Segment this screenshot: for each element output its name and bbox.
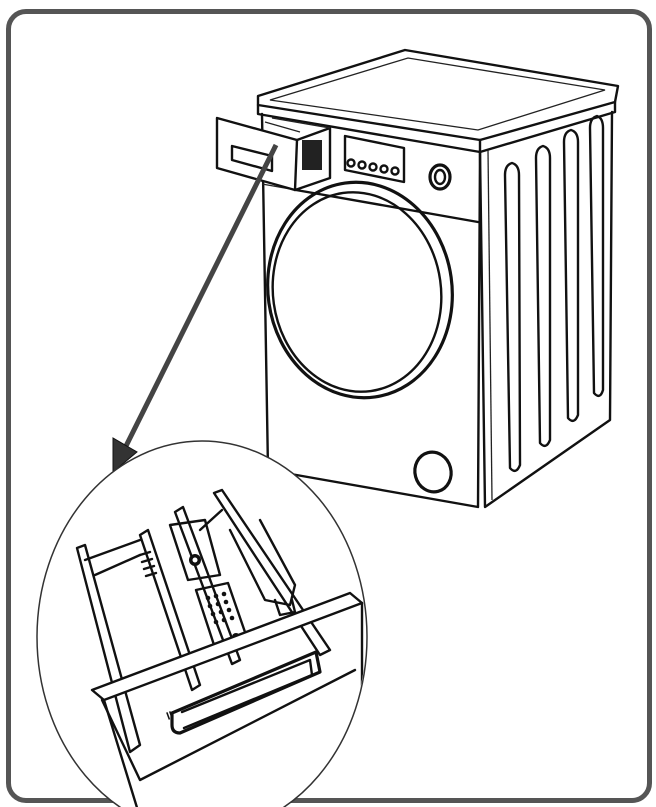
- callout-arrow: [112, 143, 279, 474]
- dispenser-drawer-on-machine: [215, 116, 332, 192]
- side-vents: [503, 114, 605, 473]
- program-knob: [428, 163, 452, 191]
- washing-machine: [215, 48, 620, 509]
- compartment-marking: II: [165, 709, 175, 722]
- machine-front-face: [260, 112, 482, 509]
- magnified-drawer-callout: II: [36, 440, 368, 807]
- machine-top-front-edge: [256, 103, 482, 154]
- machine-side-face: [478, 110, 614, 509]
- control-buttons: [346, 158, 400, 176]
- filter-cover: [413, 450, 453, 494]
- machine-door: [266, 180, 454, 400]
- control-display: [343, 134, 406, 184]
